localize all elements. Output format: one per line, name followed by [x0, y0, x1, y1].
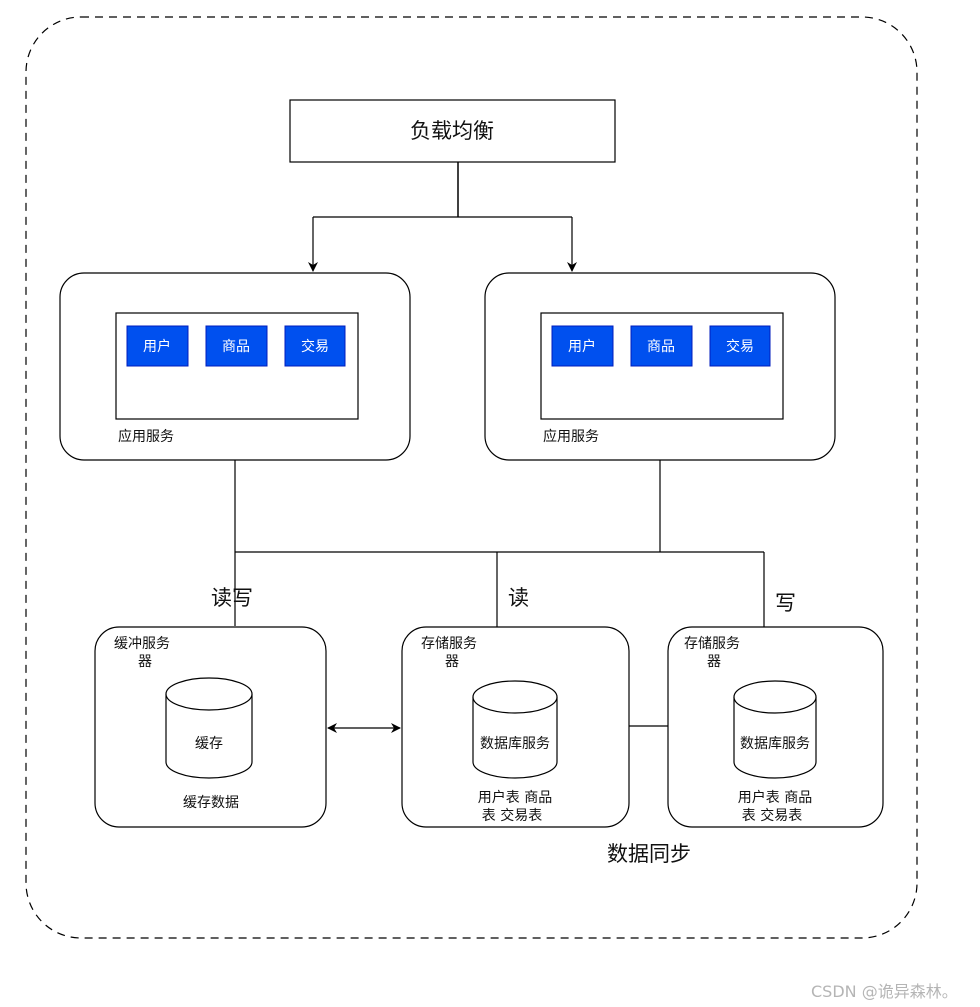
storage-1-caption-line2: 表 交易表 — [482, 807, 542, 824]
module-product-1-label: 商品 — [222, 339, 250, 355]
storage-2-caption-line2: 表 交易表 — [742, 807, 802, 824]
cache-cylinder-icon — [165, 677, 253, 779]
cache-server-title-line1: 缓冲服务 — [114, 636, 170, 652]
storage-server-node-1: 存储服务 器 数据库服务 用户表 商品 表 交易表 — [401, 626, 630, 828]
cache-server-title-line2: 器 — [138, 654, 152, 670]
storage-server-node-2: 存储服务 器 数据库服务 用户表 商品 表 交易表 — [667, 626, 884, 828]
database-cylinder-icon-2 — [733, 680, 817, 779]
storage-1-db-label: 数据库服务 — [480, 736, 550, 752]
storage-2-db-label: 数据库服务 — [740, 736, 810, 752]
load-balancer-label: 负载均衡 — [410, 119, 494, 143]
read-write-label: 读写 — [211, 586, 253, 610]
cache-server-node: 缓冲服务 器 缓存 缓存数据 — [94, 626, 327, 828]
read-label: 读 — [508, 586, 529, 610]
storage-server-1-title-line1: 存储服务 — [421, 636, 477, 652]
load-balancer-node: 负载均衡 — [289, 99, 616, 163]
database-cylinder-icon-1 — [472, 680, 558, 779]
storage-2-caption-line1: 用户表 商品 — [738, 789, 812, 806]
storage-server-1-title-line2: 器 — [445, 654, 459, 670]
storage-server-2-title-line2: 器 — [707, 654, 721, 670]
app-service-node-1: 用户 商品 交易 应用服务 — [59, 272, 411, 461]
module-product-1: 商品 — [205, 325, 268, 367]
app-service-node-2: 用户 商品 交易 应用服务 — [484, 272, 836, 461]
module-product-2: 商品 — [630, 325, 693, 367]
module-user-2-label: 用户 — [568, 338, 596, 355]
module-user-1: 用户 — [126, 325, 189, 367]
module-user-2: 用户 — [551, 325, 614, 367]
storage-1-caption-line1: 用户表 商品 — [478, 789, 552, 806]
module-trade-2-label: 交易 — [726, 338, 754, 355]
app-service-1-label: 应用服务 — [118, 428, 174, 445]
cache-caption: 缓存数据 — [183, 795, 239, 811]
data-sync-label: 数据同步 — [607, 842, 691, 866]
app-service-2-label: 应用服务 — [543, 428, 599, 445]
watermark: CSDN @诡异森林。 — [811, 982, 958, 1001]
lb-to-app-connectors — [308, 162, 577, 272]
write-label: 写 — [775, 591, 796, 615]
module-trade-1: 交易 — [284, 325, 346, 367]
app-to-server-connectors — [234, 460, 765, 627]
storage-server-2-title-line1: 存储服务 — [684, 636, 740, 652]
module-product-2-label: 商品 — [647, 339, 675, 355]
module-trade-1-label: 交易 — [301, 338, 329, 355]
cache-db-label: 缓存 — [195, 736, 223, 752]
module-trade-2: 交易 — [709, 325, 771, 367]
module-user-1-label: 用户 — [143, 338, 171, 355]
